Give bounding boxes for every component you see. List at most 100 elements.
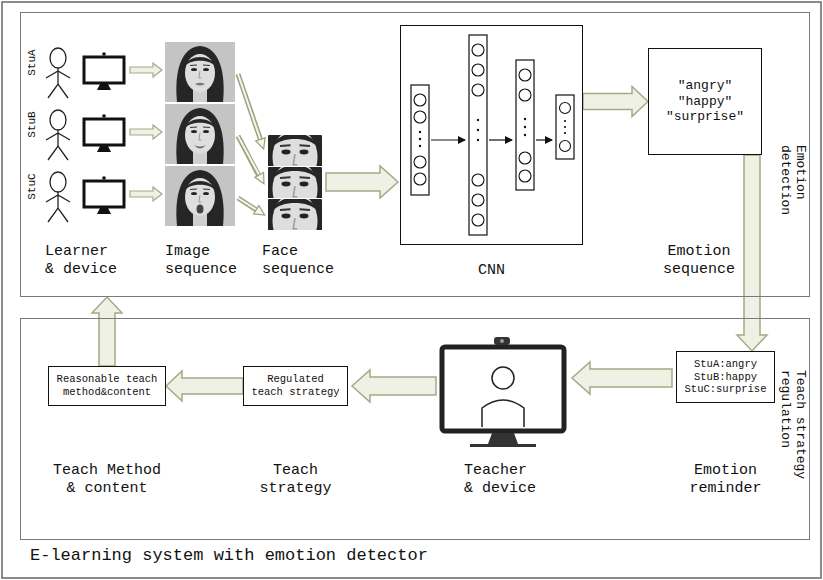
cnn-neuron	[519, 89, 531, 101]
box-heading: CNN	[462, 262, 522, 280]
cnn-neuron	[472, 174, 484, 186]
cnn-dots	[524, 134, 526, 136]
student-figure	[46, 48, 70, 222]
block-arrow	[326, 166, 398, 198]
cnn-dots	[477, 119, 479, 121]
reminder-box: StuA:angry StuB:happy StuC:surpriseEmoti…	[676, 351, 775, 403]
thin-arrow	[238, 74, 263, 214]
thin-arrow	[238, 74, 263, 147]
box-text: Regulated teach strategy	[250, 373, 341, 398]
teacher-monitor	[442, 347, 564, 431]
block-arrow	[572, 362, 672, 394]
face-photo	[165, 166, 235, 226]
block-arrow	[737, 155, 767, 351]
student-label: StuA	[26, 49, 39, 75]
cnn-dots	[564, 120, 566, 122]
student-monitor	[102, 176, 106, 180]
cnn-neuron	[414, 111, 426, 123]
student-figure	[46, 68, 70, 98]
hollow-arrow	[130, 63, 162, 201]
cnn-box: CNN	[400, 25, 583, 245]
thin-arrow	[238, 198, 263, 214]
cnn-dots	[419, 145, 421, 147]
face-photo	[165, 104, 235, 164]
cnn-dots	[477, 139, 479, 141]
student-figure	[46, 130, 70, 160]
box-heading: Teach Method & content	[49, 462, 165, 498]
box-heading: Emotion reminder	[688, 462, 764, 498]
panel-title: Teach strategy regulation	[777, 370, 807, 494]
box-text: Reasonable teach method&content	[55, 373, 158, 398]
student-monitor	[84, 181, 124, 207]
student-figure	[50, 48, 66, 68]
teacher-monitor	[488, 433, 518, 444]
cnn-neuron	[560, 141, 571, 152]
cnn-neuron	[472, 84, 484, 96]
process-box: Reasonable teach method&contentTeach Met…	[48, 366, 166, 406]
cnn-neuron	[519, 152, 531, 164]
student-monitor	[97, 208, 111, 214]
teacher-monitor	[442, 337, 564, 447]
face-photo	[165, 42, 235, 226]
cnn-dots	[564, 126, 566, 128]
face-photo	[165, 42, 235, 102]
cnn-layer	[411, 35, 574, 235]
hollow-arrow	[130, 63, 162, 77]
cnn-dots	[477, 129, 479, 131]
stage-label: Face sequence	[262, 243, 338, 279]
face-photo	[165, 42, 235, 102]
emotion-box: "angry" "happy" "surprise"Emotion sequen…	[648, 48, 762, 155]
panel-title: Emotion detection	[777, 145, 807, 225]
cnn-arrow	[536, 139, 552, 140]
block-arrow	[583, 87, 648, 117]
student-monitor	[97, 146, 111, 152]
cnn-arrow	[431, 139, 552, 140]
cnn-neuron	[472, 64, 484, 76]
cnn-layer	[469, 35, 487, 235]
box-text: StuA:angry StuB:happy StuC:surprise	[683, 358, 767, 396]
student-label: StuB	[26, 111, 39, 137]
student-figure	[50, 110, 66, 130]
cnn-layer	[516, 60, 534, 190]
stage-label: Learner & device	[45, 243, 121, 279]
cnn-dots	[564, 132, 566, 134]
process-box: Regulated teach strategyTeach strategy	[243, 366, 348, 406]
teacher-monitor	[492, 367, 514, 389]
box-heading: Teach strategy	[258, 462, 334, 498]
hollow-arrow	[130, 125, 162, 139]
cnn-neuron	[472, 214, 484, 226]
cnn-dots	[419, 131, 421, 133]
cnn-dots	[419, 118, 566, 147]
cnn-neuron	[414, 94, 426, 106]
block-arrow	[352, 370, 436, 402]
student-monitor	[97, 84, 111, 90]
cnn-neuron	[414, 44, 571, 226]
cnn-arrow	[431, 139, 465, 140]
stage-label: Image sequence	[165, 243, 241, 279]
teacher-monitor	[494, 337, 510, 345]
caption: E-learning system with emotion detector	[30, 546, 428, 566]
face-photo	[165, 104, 235, 164]
block-arrow	[92, 297, 122, 366]
cnn-dots	[524, 118, 526, 120]
cnn-dots	[419, 138, 421, 140]
student-figure	[50, 172, 66, 192]
cnn-layer	[411, 85, 429, 195]
cnn-neuron	[472, 194, 484, 206]
thin-arrow	[238, 136, 263, 182]
student-figure	[46, 192, 70, 222]
student-monitor	[84, 57, 124, 83]
stage-label: Teacher & device	[464, 462, 540, 498]
cnn-neuron	[560, 103, 571, 114]
student-monitor	[84, 119, 124, 145]
cnn-arrow	[489, 139, 512, 140]
teacher-monitor	[500, 339, 504, 343]
face-photo	[165, 166, 235, 226]
box-heading: Emotion sequence	[661, 243, 737, 279]
student-monitor	[102, 114, 106, 118]
cnn-layer	[556, 95, 574, 159]
cnn-neuron	[414, 173, 426, 185]
cnn-neuron	[519, 69, 531, 81]
